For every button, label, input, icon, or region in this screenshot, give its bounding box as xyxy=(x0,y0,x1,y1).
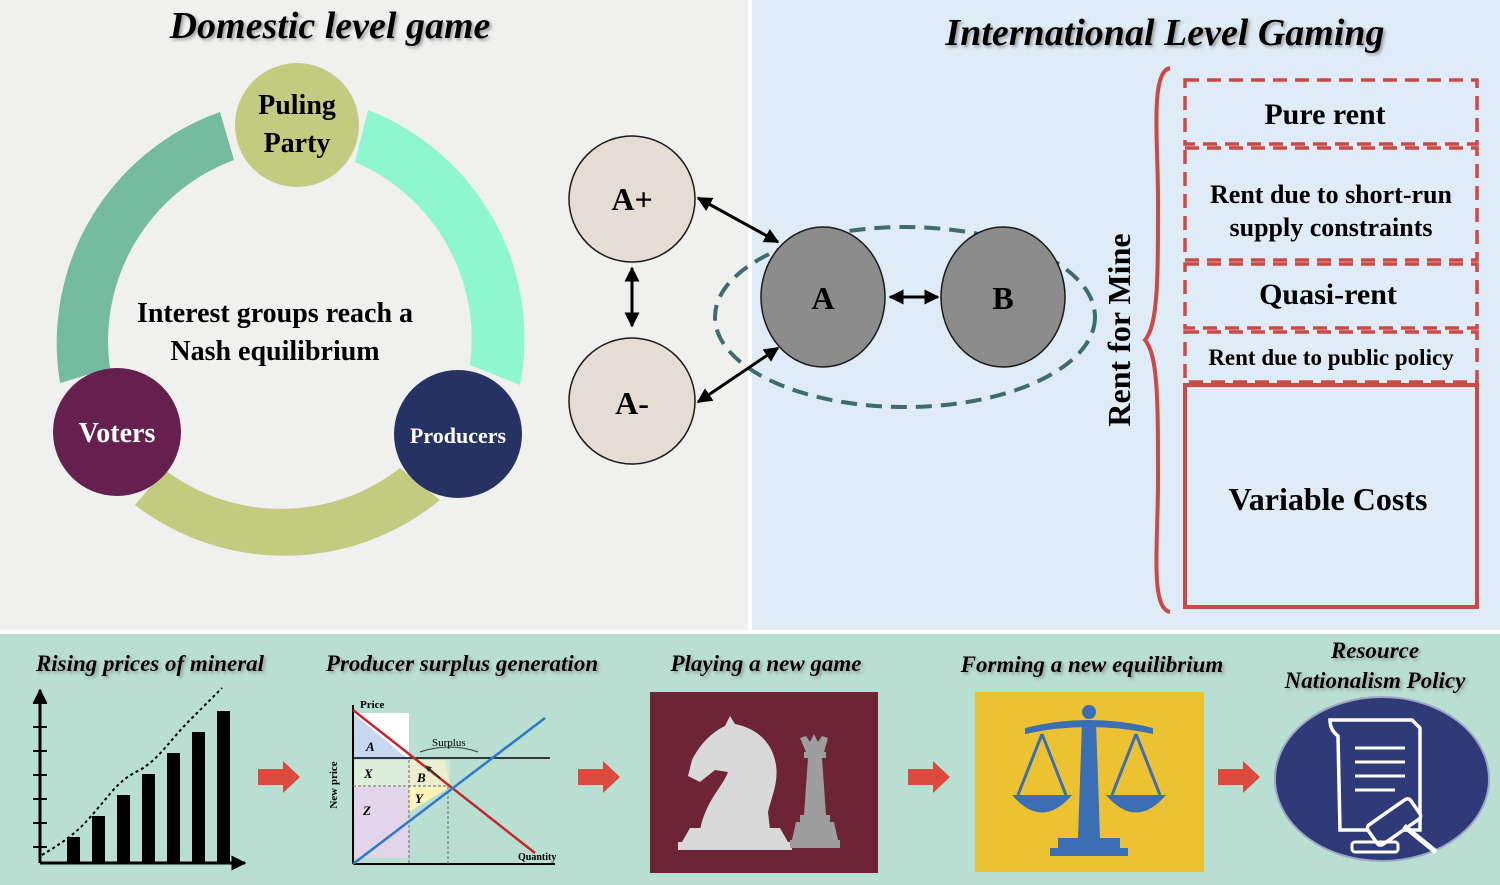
supply-demand-chart: Price Quantity New price Surplus A X Z B… xyxy=(328,699,556,865)
price-bar xyxy=(192,732,205,862)
node-b-label: B xyxy=(992,280,1013,316)
node-a xyxy=(760,226,886,368)
step5-title-1: Resource xyxy=(1330,638,1419,663)
quantity-axis-label: Quantity xyxy=(518,852,556,863)
ring-segment-right xyxy=(355,110,525,385)
node-a-minus-label: A- xyxy=(615,385,649,421)
policy-rent-text: Rent due to public policy xyxy=(1208,345,1454,370)
knight-piece xyxy=(688,716,777,830)
center-text-1: Interest groups reach a xyxy=(137,298,413,329)
pure-rent-text: Pure rent xyxy=(1264,98,1385,131)
short-run-rent-text-1: Rent due to short-run xyxy=(1210,180,1452,209)
voters-label: Voters xyxy=(79,418,156,449)
variable-costs-text: Variable Costs xyxy=(1229,481,1428,517)
international-title: International Level Gaming xyxy=(944,12,1384,54)
rent-brace xyxy=(1142,66,1171,614)
price-bar xyxy=(117,795,130,862)
supply-curve xyxy=(352,717,546,865)
new-price-label: New price xyxy=(328,761,340,808)
demand-curve xyxy=(352,709,536,854)
price-bar xyxy=(67,837,80,862)
node-a-minus xyxy=(568,337,696,465)
step-arrow-3 xyxy=(908,761,950,793)
rising-prices-chart xyxy=(32,687,247,871)
surplus-label: Surplus xyxy=(432,737,466,749)
ruling-party-label-2: Party xyxy=(264,128,331,159)
step4-title: Forming a new equilibrium xyxy=(960,652,1224,677)
producers-node xyxy=(394,370,522,498)
arrow-aminus-a xyxy=(696,346,780,404)
short-run-rent-box xyxy=(1183,146,1479,262)
bar-series xyxy=(67,711,230,862)
coalition-ellipse xyxy=(713,225,1097,409)
step2-title: Producer surplus generation xyxy=(325,651,598,676)
chess-icon xyxy=(650,692,878,873)
node-b xyxy=(940,226,1066,368)
quasi-rent-box xyxy=(1183,262,1479,330)
node-a-plus-label: A+ xyxy=(611,181,652,217)
step-arrow-1 xyxy=(258,761,300,793)
balance-scale-icon xyxy=(975,692,1204,872)
policy-icon xyxy=(1274,696,1490,862)
variable-costs-box xyxy=(1183,383,1479,609)
policy-rent-box xyxy=(1183,330,1479,384)
voters-node xyxy=(53,368,181,496)
ruling-party-label-1: Puling xyxy=(258,90,336,121)
producers-label: Producers xyxy=(410,423,507,448)
area-z-label: Z xyxy=(362,803,371,818)
ruling-party-node xyxy=(235,63,359,187)
domestic-title: Domestic level game xyxy=(169,5,491,47)
ring-segment-left xyxy=(56,112,235,383)
area-x-label: X xyxy=(363,766,373,781)
price-axis-label: Price xyxy=(360,699,385,711)
step5-title-2: Nationalism Policy xyxy=(1284,668,1467,693)
short-run-rent-text-2: supply constraints xyxy=(1230,213,1433,242)
price-bar xyxy=(167,753,180,862)
step1-title: Rising prices of mineral xyxy=(35,651,265,676)
price-bar xyxy=(142,774,155,862)
node-a-label: A xyxy=(811,280,834,316)
price-bar xyxy=(217,711,230,862)
area-y-label: Y xyxy=(415,791,424,806)
quasi-rent-text: Quasi-rent xyxy=(1259,278,1397,311)
trend-line xyxy=(41,687,223,856)
arrow-aplus-a xyxy=(696,196,780,244)
area-b-label: B xyxy=(416,770,426,785)
area-a-label: A xyxy=(365,739,375,754)
node-a-plus xyxy=(568,135,696,263)
ring-segment-bottom xyxy=(135,468,440,556)
rent-for-mine-label: Rent for Mine xyxy=(1101,233,1137,426)
queen-piece xyxy=(800,734,828,752)
pure-rent-box xyxy=(1183,78,1479,146)
center-text-2: Nash equilibrium xyxy=(170,336,379,367)
step-arrow-4 xyxy=(1218,761,1260,793)
step3-title: Playing a new game xyxy=(669,651,861,676)
step-arrow-2 xyxy=(578,761,620,793)
price-bar xyxy=(92,816,105,862)
